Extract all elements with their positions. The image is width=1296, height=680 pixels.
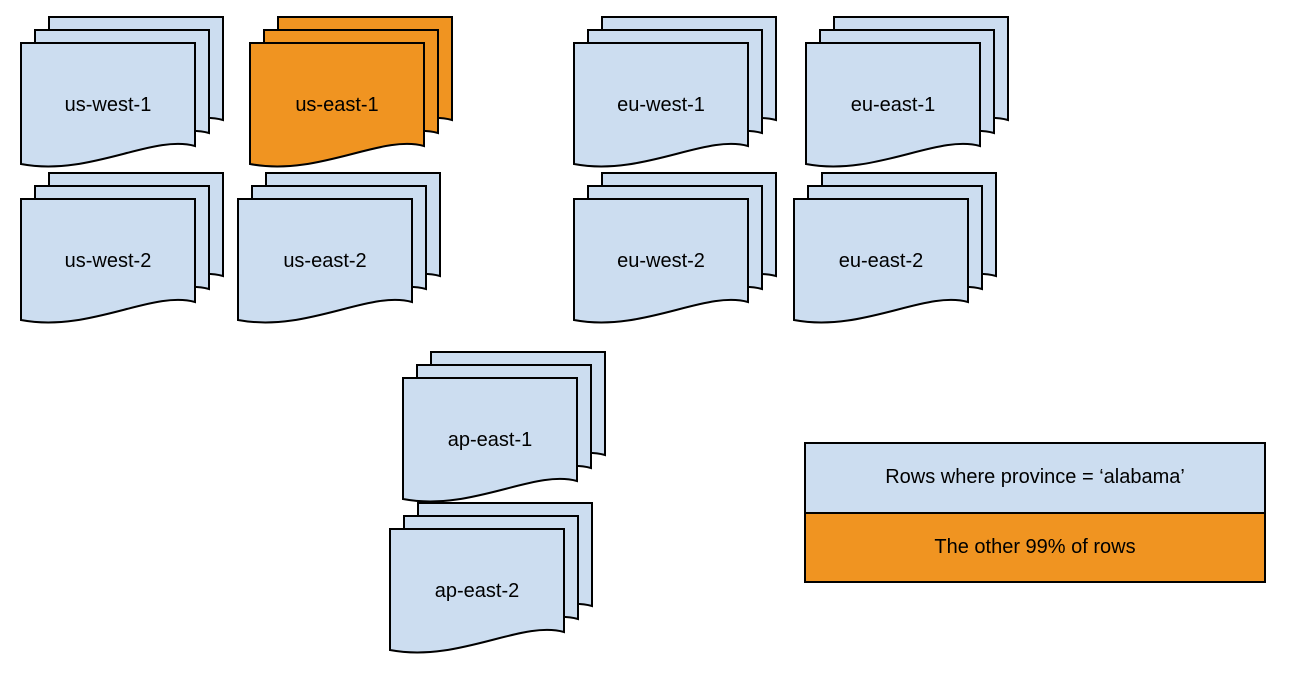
document-stack-icon xyxy=(389,502,593,654)
document-front-sheet xyxy=(389,528,565,654)
doc-stack-eu-west-2: eu-west-2 xyxy=(573,172,777,324)
document-front-sheet xyxy=(402,377,578,503)
document-front-sheet xyxy=(237,198,413,324)
document-stack-icon xyxy=(402,351,606,503)
legend: Rows where province = ‘alabama’ The othe… xyxy=(804,442,1266,583)
legend-item-other-rows: The other 99% of rows xyxy=(806,513,1264,581)
doc-stack-us-east-1: us-east-1 xyxy=(249,16,453,168)
doc-stack-eu-east-2: eu-east-2 xyxy=(793,172,997,324)
document-front-sheet xyxy=(20,42,196,168)
document-stack-icon xyxy=(20,172,224,324)
doc-stack-us-west-2: us-west-2 xyxy=(20,172,224,324)
document-front-sheet xyxy=(20,198,196,324)
document-stack-icon xyxy=(20,16,224,168)
document-stack-icon xyxy=(249,16,453,168)
legend-item-alabama-rows: Rows where province = ‘alabama’ xyxy=(806,444,1264,514)
legend-item-label: Rows where province = ‘alabama’ xyxy=(885,466,1185,489)
document-front-sheet xyxy=(249,42,425,168)
doc-stack-ap-east-2: ap-east-2 xyxy=(389,502,593,654)
doc-stack-ap-east-1: ap-east-1 xyxy=(402,351,606,503)
document-stack-icon xyxy=(805,16,1009,168)
document-stack-icon xyxy=(573,16,777,168)
doc-stack-eu-west-1: eu-west-1 xyxy=(573,16,777,168)
doc-stack-eu-east-1: eu-east-1 xyxy=(805,16,1009,168)
document-front-sheet xyxy=(573,42,749,168)
document-front-sheet xyxy=(573,198,749,324)
document-front-sheet xyxy=(805,42,981,168)
document-stack-icon xyxy=(573,172,777,324)
legend-item-label: The other 99% of rows xyxy=(934,535,1136,558)
doc-stack-us-west-1: us-west-1 xyxy=(20,16,224,168)
document-stack-icon xyxy=(237,172,441,324)
doc-stack-us-east-2: us-east-2 xyxy=(237,172,441,324)
document-front-sheet xyxy=(793,198,969,324)
document-stack-icon xyxy=(793,172,997,324)
